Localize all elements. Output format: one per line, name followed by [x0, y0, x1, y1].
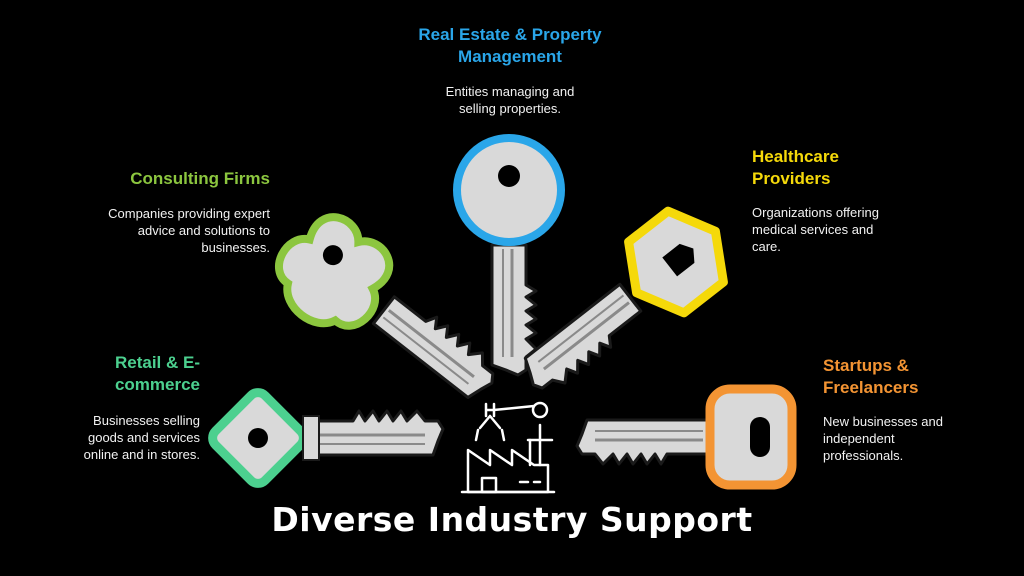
segment-title: Real Estate & Property Management — [418, 25, 602, 66]
segment-description: Companies providing expert advice and so… — [108, 206, 270, 255]
segment-title: Consulting Firms — [130, 169, 270, 188]
startups-key — [575, 384, 797, 490]
segment-real-estate: Real Estate & Property Management Entiti… — [390, 24, 630, 117]
real-estate-key — [453, 134, 565, 377]
segment-healthcare: Healthcare Providers Organizations offer… — [752, 146, 902, 255]
consulting-key — [275, 213, 505, 406]
segment-description: Organizations offering medical services … — [752, 205, 879, 254]
segment-description: Businesses selling goods and services on… — [83, 413, 200, 462]
factory-robot-arm-icon — [460, 401, 556, 494]
segment-title: Startups & Freelancers — [823, 356, 919, 397]
segment-consulting: Consulting Firms Companies providing exp… — [90, 168, 270, 256]
segment-title: Retail & E-commerce — [114, 353, 200, 394]
segment-retail: Retail & E-commerce Businesses selling g… — [60, 352, 200, 463]
diagram-title: Diverse Industry Support — [271, 500, 753, 539]
segment-description: Entities managing and selling properties… — [445, 84, 575, 116]
healthcare-key — [515, 206, 728, 401]
retail-key — [208, 388, 445, 488]
segment-startups: Startups & Freelancers New businesses an… — [823, 355, 973, 464]
segment-title: Healthcare Providers — [752, 147, 839, 188]
segment-description: New businesses and independent professio… — [823, 414, 943, 463]
